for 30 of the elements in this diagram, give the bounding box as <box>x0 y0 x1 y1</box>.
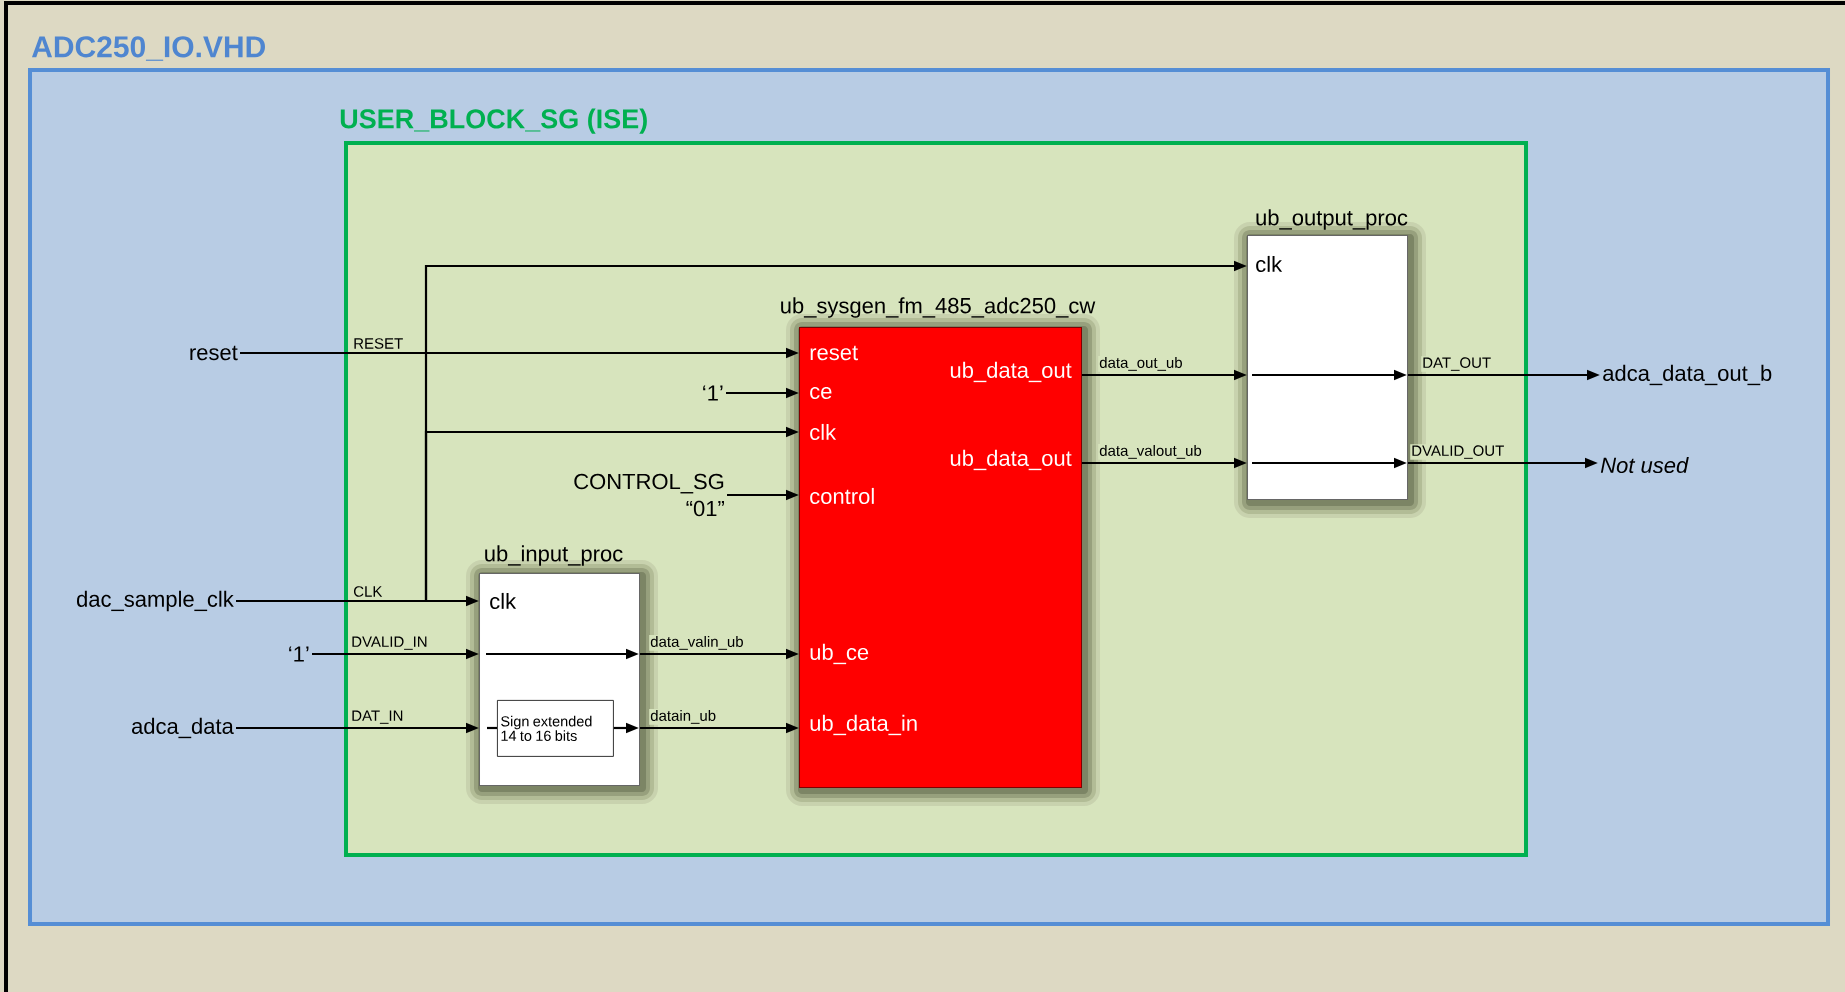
port-label: clk <box>810 423 837 441</box>
signal-name: reset <box>190 345 238 361</box>
signal-name: CONTROL_SG “01” <box>574 473 724 517</box>
port-label: ub_ce <box>810 643 869 665</box>
port-label: clk <box>490 592 517 610</box>
signal-name: ‘1’ <box>703 385 723 401</box>
block-title: ub_output_proc <box>1256 209 1408 230</box>
signal-name: dac_sample_clk <box>77 590 234 612</box>
signal-name: adca_data_out_b <box>1603 364 1772 386</box>
port-label: ub_data_out <box>950 361 1072 383</box>
signal-name: adca_data <box>132 717 234 739</box>
edge-label: CLK <box>352 585 384 598</box>
port-label: ub_data_in <box>810 714 917 736</box>
block-title: ADC250_IO.VHD <box>31 36 265 61</box>
block-title: ub_sysgen_fm_485_adc250_cw <box>781 297 1096 318</box>
edge-label: DVALID_OUT <box>1410 444 1506 460</box>
signal-name: ‘1’ <box>289 646 309 662</box>
process-box: Sign extended 14 to 16 bits <box>497 700 614 757</box>
edge-label: DAT_IN <box>350 709 405 725</box>
port-label: ub_data_out <box>950 449 1072 471</box>
signal-name: Not used <box>1600 456 1689 474</box>
edge-label: DAT_OUT <box>1421 356 1493 372</box>
port-label: control <box>810 487 874 505</box>
edge-label: DVALID_IN <box>350 635 429 651</box>
block-title: USER_BLOCK_SG (ISE) <box>340 108 647 134</box>
port-label: reset <box>810 345 858 361</box>
edge-label: RESET <box>352 337 405 350</box>
port-label: ce <box>810 386 832 400</box>
port-label: clk <box>1256 255 1283 273</box>
block-title: ub_input_proc <box>485 545 623 566</box>
